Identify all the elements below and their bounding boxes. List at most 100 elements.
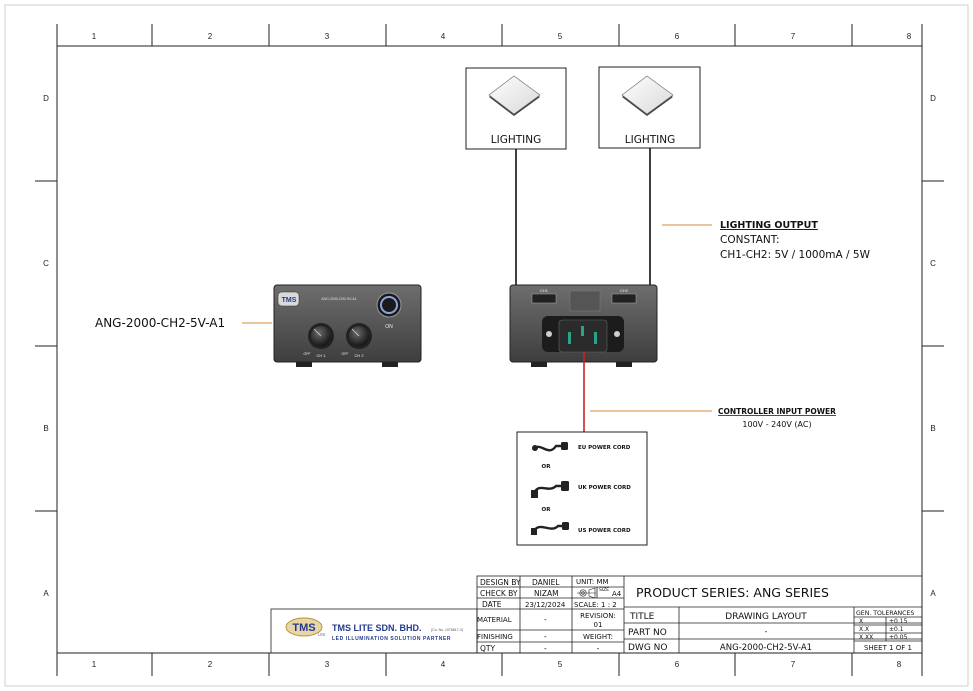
- controller-front: TMS ANG-2000-CH2-5V-A1 ON CH 1 CH 2 OFF …: [273, 284, 422, 367]
- or-text: OR: [542, 507, 552, 513]
- uk-power-cord-icon: [531, 481, 569, 498]
- column-labels: 1 2 3 4 5 6 7 8 1 2 3 4 5 6 7 8: [92, 32, 912, 669]
- ch1-output-connector: [531, 293, 557, 304]
- size-label: SIZE: [599, 587, 609, 593]
- design-by-value: DANIEL: [532, 578, 560, 587]
- front-model-text: ANG-2000-CH2-5V-A1: [321, 297, 356, 301]
- eu-cord-label: EU POWER CORD: [578, 445, 631, 451]
- ch1-label: CH 1: [316, 353, 326, 358]
- revision-label: REVISION:: [580, 612, 616, 620]
- power-ring-icon: [380, 296, 398, 314]
- date-label: DATE: [482, 600, 502, 609]
- weight-value: -: [597, 644, 600, 653]
- col-label: 2: [208, 32, 213, 41]
- col-label: 3: [325, 32, 330, 41]
- sheet-edge: [4, 4, 969, 687]
- col-label: 8: [897, 660, 902, 669]
- col-label: 7: [791, 660, 796, 669]
- title-block-grid: [270, 575, 923, 654]
- zone-ticks: [35, 24, 944, 676]
- output-line-1: CONSTANT:: [720, 234, 780, 246]
- row-label: D: [43, 94, 49, 103]
- rear-ch1-label: CH1: [540, 288, 549, 293]
- size-value: A4: [612, 590, 622, 598]
- light-panel-icon: [488, 75, 541, 115]
- controller-rear: CH1 CH2: [509, 284, 658, 367]
- date-value: 23/12/2024: [525, 601, 566, 609]
- company-logo: [285, 617, 323, 637]
- ch2-label: CH 2: [354, 353, 364, 358]
- material-value: -: [544, 615, 547, 624]
- output-title: LIGHTING OUTPUT: [720, 220, 818, 231]
- col-label: 1: [92, 660, 97, 669]
- company-logo-text: TMS: [292, 622, 315, 634]
- dwg-no-label: DWG NO: [628, 643, 667, 653]
- off-label: OFF: [342, 352, 349, 356]
- row-label: B: [43, 424, 48, 433]
- check-by-value: NIZAM: [534, 589, 559, 598]
- light-panel-icon: [621, 75, 674, 115]
- col-label: 7: [791, 32, 796, 41]
- ch2-output-connector: [611, 293, 637, 304]
- col-label: 2: [208, 660, 213, 669]
- finishing-label: FINISHING: [477, 633, 513, 641]
- company-name: TMS LITE SDN. BHD.: [332, 623, 422, 633]
- tol-key: X: [859, 618, 863, 625]
- row-label: A: [930, 589, 936, 598]
- col-label: 3: [325, 660, 330, 669]
- check-by-label: CHECK BY: [480, 589, 518, 598]
- us-cord-label: US POWER CORD: [578, 528, 631, 534]
- finishing-value: -: [544, 632, 547, 641]
- light-label: LIGHTING: [491, 134, 541, 146]
- weight-label: WEIGHT:: [583, 633, 613, 641]
- tol-value: ±0.05: [889, 634, 908, 641]
- revision-value: 01: [594, 621, 603, 629]
- light-label: LIGHTING: [625, 134, 675, 146]
- tol-key: X.X: [859, 626, 869, 633]
- gen-tolerances-label: GEN. TOLERANCES: [856, 610, 914, 617]
- front-brand-logo: TMS: [282, 297, 297, 304]
- qty-value: -: [544, 644, 547, 653]
- company-tagline: LED ILLUMINATION SOLUTION PARTNER: [332, 636, 451, 642]
- uk-cord-label: UK POWER CORD: [578, 485, 631, 491]
- product-series: PRODUCT SERIES: ANG SERIES: [636, 585, 829, 600]
- output-cables: [515, 148, 651, 291]
- tol-value: ±0.1: [889, 626, 904, 633]
- sheet-value: SHEET 1 OF 1: [864, 644, 912, 652]
- on-label: ON: [385, 324, 393, 330]
- col-label: 5: [558, 32, 563, 41]
- col-label: 6: [675, 32, 680, 41]
- design-by-label: DESIGN BY: [480, 578, 521, 587]
- controller-model-label: ANG-2000-CH2-5V-A1: [95, 316, 225, 330]
- dwg-no-value: ANG-2000-CH2-5V-A1: [720, 643, 812, 653]
- part-no-value: -: [765, 627, 768, 636]
- tol-value: ±0.15: [889, 618, 908, 625]
- row-label: C: [43, 259, 49, 268]
- power-cord-options: EU POWER CORD OR UK POWER CORD OR US POW…: [516, 431, 648, 546]
- col-label: 6: [675, 660, 680, 669]
- col-label: 5: [558, 660, 563, 669]
- projection-symbol-icon: [577, 587, 596, 599]
- rear-ch2-label: CH2: [620, 288, 629, 293]
- eu-power-cord-icon: [532, 442, 568, 452]
- company-block: TMS LITE TMS LITE SDN. BHD. (Co. No. 107…: [285, 617, 463, 642]
- material-label: MATERIAL: [477, 616, 512, 624]
- row-label: B: [930, 424, 935, 433]
- company-logo-sub: LITE: [318, 633, 326, 637]
- dip-switch-panel: [569, 290, 601, 312]
- row-label: D: [930, 94, 936, 103]
- company-reg: (Co. No. 1076817-V): [431, 628, 463, 632]
- lighting-unit-2: LIGHTING: [598, 66, 701, 149]
- qty-label: QTY: [480, 644, 495, 653]
- input-title: CONTROLLER INPUT POWER: [718, 407, 836, 416]
- row-label: C: [930, 259, 936, 268]
- us-power-cord-icon: [531, 522, 569, 535]
- tol-key: X.XX: [859, 634, 873, 641]
- row-label: A: [43, 589, 49, 598]
- title-block-text: DESIGN BY DANIEL CHECK BY NIZAM DATE 23/…: [477, 578, 914, 653]
- col-label: 4: [441, 32, 446, 41]
- part-no-label: PART NO: [628, 628, 667, 638]
- title-value: DRAWING LAYOUT: [725, 612, 807, 622]
- scale-value: SCALE: 1 : 2: [574, 601, 617, 609]
